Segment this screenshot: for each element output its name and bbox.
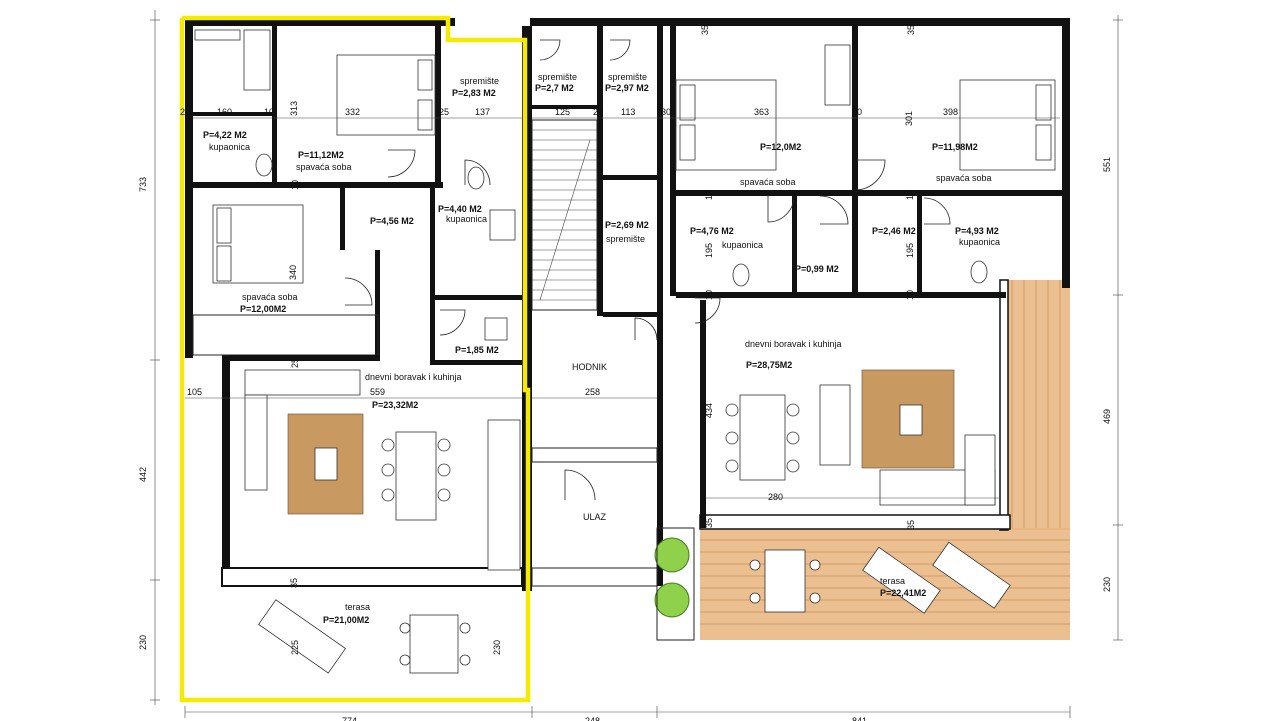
dim-559: 559 <box>370 387 385 397</box>
dim-225: 225 <box>290 640 300 655</box>
dim-258: 258 <box>585 387 600 397</box>
doors <box>344 39 951 501</box>
bottom-dimension-chain: 774 248 841 <box>184 706 1071 721</box>
dim-332: 332 <box>345 107 360 117</box>
room-terrace-2-name: terasa <box>880 576 905 586</box>
dim-841: 841 <box>852 716 867 721</box>
dim-10-b: 10 <box>290 180 300 190</box>
dim-313: 313 <box>289 101 299 116</box>
dim-733: 733 <box>138 177 148 192</box>
dim-25-c: 25 <box>290 358 300 368</box>
dim-160: 160 <box>217 107 232 117</box>
dim-230-right: 230 <box>1102 577 1112 592</box>
room-bath-2-name: kupaonica <box>446 214 487 224</box>
dim-434: 434 <box>704 403 714 418</box>
room-corridor-name: HODNIK <box>572 362 607 372</box>
room-wc-2-area: P=0,99 M2 <box>795 264 839 274</box>
room-bed-4-area: P=11,98M2 <box>932 142 978 152</box>
room-living-2-area: P=28,75M2 <box>746 360 792 370</box>
dim-301: 301 <box>904 111 914 126</box>
dim-137: 137 <box>475 107 490 117</box>
room-wc-1-area: P=1,85 M2 <box>455 345 499 355</box>
room-living-1-area: P=23,32M2 <box>372 400 418 410</box>
dim-774: 774 <box>342 716 357 721</box>
room-bath-2-area: P=4,40 M2 <box>438 204 482 214</box>
dim-125: 125 <box>555 107 570 117</box>
dim-20: 20 <box>593 107 603 117</box>
room-bed-3-name: spavaća soba <box>740 177 796 187</box>
dim-469: 469 <box>1102 409 1112 424</box>
interior-dimensions: 160 332 137 125 113 363 398 25 10 25 20 … <box>180 25 1060 655</box>
room-entrance-name: ULAZ <box>583 512 607 522</box>
dim-10-e: 10 <box>704 290 714 300</box>
dim-340: 340 <box>288 265 298 280</box>
dim-113: 113 <box>621 107 635 117</box>
dim-35-a: 35 <box>700 25 710 35</box>
room-bed-4-name: spavaća soba <box>936 173 992 183</box>
room-bed-2-area: P=12,00M2 <box>240 304 286 314</box>
dim-195-a: 195 <box>704 243 714 258</box>
dim-442: 442 <box>138 467 148 482</box>
room-storage-3-area: P=2,97 M2 <box>605 83 649 93</box>
furniture <box>194 29 1056 674</box>
plant-icon-2 <box>654 582 690 618</box>
room-hall-2-area: P=2,46 M2 <box>872 226 916 236</box>
dim-10-c: 10 <box>704 190 714 200</box>
right-dimension-chain: 551 469 230 <box>1102 15 1123 641</box>
dim-10-f: 10 <box>905 290 915 300</box>
room-bath-1-area: P=4,22 M2 <box>203 130 247 140</box>
dim-35-b: 35 <box>906 25 916 35</box>
room-bed-3-area: P=12,0M2 <box>760 142 801 152</box>
dim-35-c: 35 <box>289 578 299 588</box>
left-dimension-chain: 733 442 230 <box>138 10 160 705</box>
dim-363: 363 <box>754 107 769 117</box>
staircase <box>531 119 598 311</box>
room-terrace-1-area: P=21,00M2 <box>323 615 369 625</box>
selected-unit-outline <box>179 15 531 703</box>
dim-195-b: 195 <box>905 243 915 258</box>
room-terrace-1-name: terasa <box>345 602 370 612</box>
dim-248: 248 <box>585 716 600 721</box>
room-bath-3-area: P=4,76 M2 <box>690 226 734 236</box>
dim-230-left: 230 <box>138 635 148 650</box>
dim-25-a: 25 <box>180 107 190 117</box>
room-bath-4-area: P=4,93 M2 <box>955 226 999 236</box>
room-terrace-2-area: P=22,41M2 <box>880 588 926 598</box>
dim-35-e: 35 <box>704 518 714 528</box>
dim-25-b: 25 <box>439 107 449 117</box>
dim-30-b: 30 <box>852 107 862 117</box>
room-storage-2-name: spremište <box>538 72 577 82</box>
room-bath-4-name: kupaonica <box>959 237 1000 247</box>
room-storage-4-name: spremište <box>606 234 645 244</box>
room-living-2-name: dnevni boravak i kuhinja <box>745 339 842 349</box>
dim-551: 551 <box>1102 157 1112 172</box>
room-hall-1-area: P=4,56 M2 <box>370 216 414 226</box>
dim-105: 105 <box>187 387 202 397</box>
dim-10-d: 10 <box>905 190 915 200</box>
room-storage-1-name: spremište <box>460 76 499 86</box>
plant-icon-1 <box>654 537 690 573</box>
dim-35-d: 35 <box>906 520 916 530</box>
room-labels: P=4,22 M2 kupaonica P=11,12M2 spavaća so… <box>203 72 1000 625</box>
room-bath-1-name: kupaonica <box>209 142 250 152</box>
room-storage-4-area: P=2,69 M2 <box>605 220 649 230</box>
room-storage-1-area: P=2,83 M2 <box>452 88 496 98</box>
room-bath-3-name: kupaonica <box>722 240 763 250</box>
room-bed-1-name: spavaća soba <box>296 162 352 172</box>
room-bed-1-area: P=11,12M2 <box>298 150 344 160</box>
dim-398: 398 <box>943 107 958 117</box>
room-storage-2-area: P=2,7 M2 <box>535 83 574 93</box>
dim-10-a: 10 <box>264 107 274 117</box>
dim-30-a: 30 <box>661 107 671 117</box>
room-bed-2-name: spavaća soba <box>242 292 298 302</box>
dim-280: 280 <box>768 492 783 502</box>
dim-230-inner: 230 <box>492 640 502 655</box>
room-storage-3-name: spremište <box>608 72 647 82</box>
room-living-1-name: dnevni boravak i kuhinja <box>365 372 462 382</box>
